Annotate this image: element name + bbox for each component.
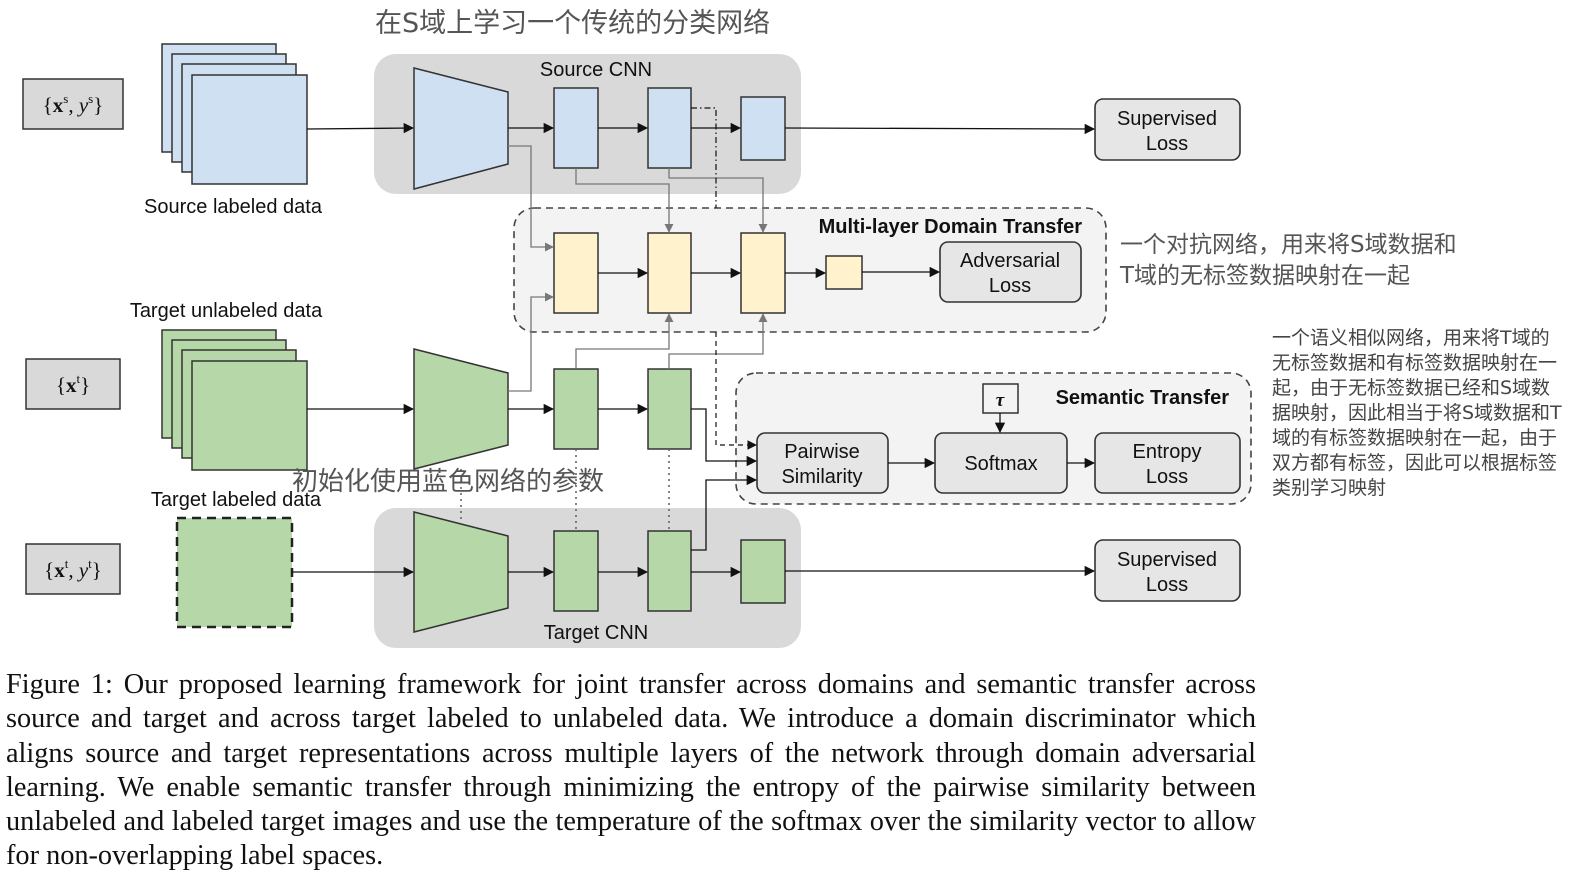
source-labeled-data-label: Source labeled data (144, 196, 323, 218)
annotation-adversarial-line1: 一个对抗网络，用来将S域数据和 (1120, 232, 1457, 258)
target-labeled-data-label: Target labeled data (151, 489, 322, 511)
svg-text:Loss: Loss (1146, 466, 1188, 488)
supervised-loss-top: Supervised Loss (1094, 98, 1241, 161)
feed-tu-f1-domain2 (575, 313, 674, 369)
annotation-adversarial-line2: T域的无标签数据映射在一起 (1119, 263, 1410, 289)
semantic-transfer-title: Semantic Transfer (1056, 387, 1230, 409)
annotation-source-classifier: 在S域上学习一个传统的分类网络 (375, 8, 770, 39)
entropy-loss: Entropy Loss (1094, 432, 1241, 494)
temperature-tau-box: τ (982, 383, 1019, 414)
source-input-x: x (53, 93, 64, 117)
svg-text:{xt}: {xt} (56, 371, 90, 397)
svg-text:Similarity: Similarity (781, 466, 862, 488)
target-unlabeled-feature-1 (553, 368, 599, 450)
feed-tu-enc-domain1 (508, 292, 554, 392)
svg-text:Adversarial: Adversarial (960, 250, 1060, 272)
feed-source-enc-domain1 (508, 145, 554, 252)
dashed-to-pairwise (715, 332, 757, 450)
svg-text:{xt, yt}: {xt, yt} (44, 556, 102, 582)
target-labeled-feature-2 (647, 530, 692, 612)
supervised-loss-bottom: Supervised Loss (1094, 539, 1241, 602)
domain-feature-3 (740, 232, 786, 314)
domain-feature-2 (647, 232, 692, 314)
svg-text:Pairwise: Pairwise (784, 441, 860, 463)
target-unlabeled-encoder (413, 348, 509, 470)
svg-text:{xs, ys}: {xs, ys} (43, 91, 104, 117)
target-labeled-feature-1 (553, 530, 599, 612)
svg-text:τ: τ (996, 390, 1005, 411)
svg-text:Loss: Loss (989, 275, 1031, 297)
source-logits (740, 96, 786, 161)
semantic-network-note: 一个语义相似网络，用来将T域的无标签数据和有标签数据映射在一起，由于无标签数据已… (1272, 327, 1562, 499)
source-labeled-data-stack (161, 43, 308, 185)
domain-discriminator-output (825, 255, 863, 290)
target-cnn-label: Target CNN (544, 622, 648, 644)
target-unlabeled-input-box: {xt} (25, 358, 121, 410)
framework-diagram: {xs, ys} {xt} {xt, yt} (22, 8, 1457, 648)
target-labeled-encoder (413, 511, 509, 633)
source-feature-1 (553, 87, 599, 169)
source-cnn-label: Source CNN (540, 59, 652, 81)
figure-caption: Figure 1: Our proposed learning framewor… (6, 669, 1256, 872)
target-labeled-input-box: {xt, yt} (25, 543, 121, 595)
target-unlabeled-feature-2 (647, 368, 692, 450)
arrow-source-supervised-loss (784, 123, 1096, 135)
target-unlabeled-data-label: Target unlabeled data (130, 300, 323, 322)
arrow-tu-pairwise (691, 408, 758, 467)
softmax: Softmax (934, 432, 1068, 494)
pairwise-similarity: Pairwise Similarity (756, 432, 889, 494)
source-input-box: {xs, ys} (22, 78, 124, 130)
arrow-source-data-encoder (306, 122, 415, 134)
arrow-tl-pairwise (691, 474, 758, 551)
domain-feature-1 (553, 232, 599, 314)
svg-text:Loss: Loss (1146, 574, 1188, 596)
adversarial-loss: Adversarial Loss (939, 241, 1082, 303)
source-feature-2 (647, 87, 692, 169)
svg-text:Loss: Loss (1146, 133, 1188, 155)
target-labeled-data-box (175, 516, 294, 629)
target-logits (740, 539, 786, 604)
svg-text:Supervised: Supervised (1117, 108, 1217, 130)
svg-text:Softmax: Softmax (964, 453, 1037, 475)
annotation-init-params: 初始化使用蓝色网络的参数 (292, 467, 604, 497)
multi-layer-domain-transfer-title: Multi-layer Domain Transfer (819, 216, 1083, 238)
svg-text:Supervised: Supervised (1117, 549, 1217, 571)
source-encoder (413, 67, 509, 190)
svg-text:Entropy: Entropy (1133, 441, 1202, 463)
feed-source-f1-domain2 (575, 168, 674, 233)
target-unlabeled-data-stack (161, 329, 308, 471)
